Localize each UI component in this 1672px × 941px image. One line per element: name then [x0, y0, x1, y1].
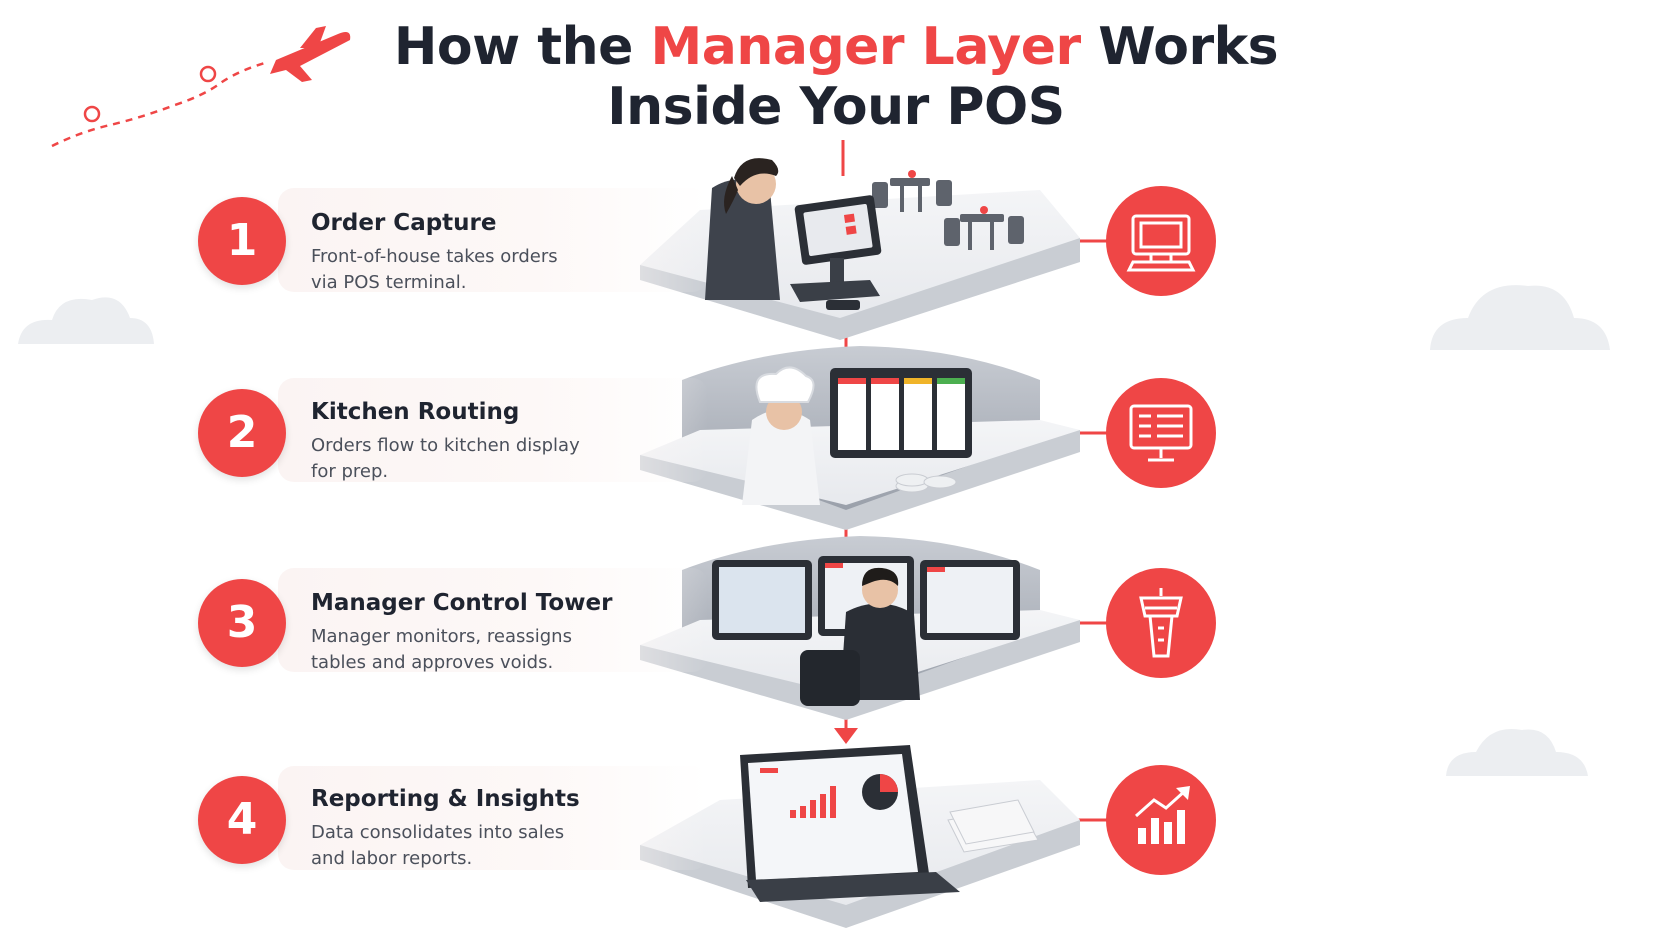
step-desc-3: Manager monitors, reassigns tables and ap… — [311, 624, 631, 676]
step-desc-4-line-1: Data consolidates into sales — [311, 822, 565, 843]
cloud-right-top — [1430, 285, 1610, 350]
order-capture-scene — [640, 158, 1080, 340]
page-title-line-2: Inside Your POS — [607, 77, 1065, 137]
page-title-line-1: How the Manager Layer Works — [0, 17, 1672, 77]
cloud-left — [18, 297, 154, 344]
step-card-3 — [278, 568, 708, 672]
title-prefix: How the — [393, 17, 651, 77]
step-card-1 — [278, 188, 708, 292]
kitchen-display-icon — [1106, 378, 1216, 488]
manager-control-scene — [640, 536, 1080, 720]
growth-chart-icon — [1106, 765, 1216, 875]
title-accent: Manager Layer — [650, 17, 1082, 77]
step-card-2 — [278, 378, 708, 482]
step-desc-1: Front-of-house takes orders via POS termi… — [311, 244, 631, 296]
step-desc-1-line-2: via POS terminal. — [311, 272, 467, 293]
step-number-badge-1: 1 — [198, 197, 286, 285]
step-card-4 — [278, 766, 708, 870]
step-number-badge-4: 4 — [198, 776, 286, 864]
control-tower-icon — [1106, 568, 1216, 678]
step-desc-2-line-1: Orders flow to kitchen display — [311, 435, 580, 456]
step-desc-3-line-1: Manager monitors, reassigns — [311, 626, 572, 647]
step-desc-4-line-2: and labor reports. — [311, 848, 473, 869]
step-number-badge-3: 3 — [198, 579, 286, 667]
step-title-4: Reporting & Insights — [311, 786, 580, 812]
step-desc-1-line-1: Front-of-house takes orders — [311, 246, 558, 267]
step-title-1: Order Capture — [311, 210, 497, 236]
pos-terminal-icon — [1106, 186, 1216, 296]
cloud-right-bottom — [1446, 728, 1588, 776]
step-title-3: Manager Control Tower — [311, 590, 613, 616]
step-desc-3-line-2: tables and approves voids. — [311, 652, 554, 673]
title-suffix: Works — [1080, 17, 1279, 77]
step-desc-2: Orders flow to kitchen display for prep. — [311, 433, 631, 485]
step-desc-4: Data consolidates into sales and labor re… — [311, 820, 631, 872]
reporting-scene — [640, 745, 1080, 928]
airplane-icon — [51, 26, 351, 148]
step-number-badge-2: 2 — [198, 389, 286, 477]
step-desc-2-line-2: for prep. — [311, 461, 389, 482]
kitchen-routing-scene — [640, 346, 1080, 530]
step-title-2: Kitchen Routing — [311, 399, 520, 425]
